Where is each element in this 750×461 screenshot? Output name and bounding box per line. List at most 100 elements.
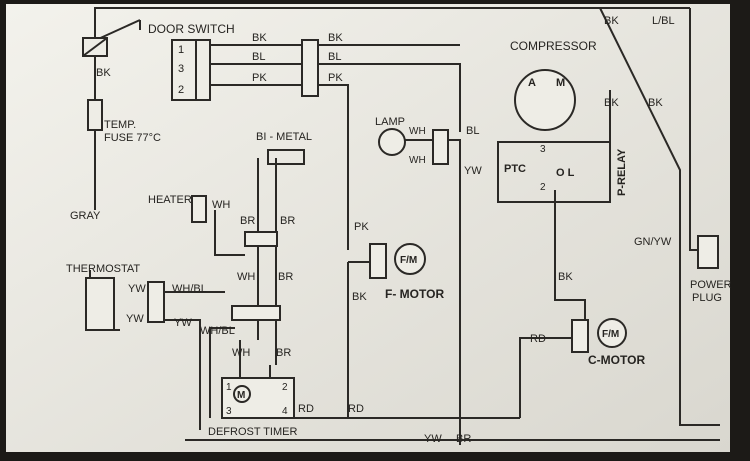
right-main-wire [599,7,720,426]
wire-diag [95,19,141,41]
bimetal-label: BI - METAL [256,131,312,143]
cm-label: F/M [602,329,619,340]
c-motor-label: C-MOTOR [588,353,645,367]
ptc-label: PTC [504,163,526,175]
br-low: BR [276,347,291,359]
defrost-timer-label: DEFROST TIMER [208,426,297,438]
top-wire [94,7,690,44]
lamp-bulb [378,128,406,156]
t-pin-2: 2 [282,382,288,393]
ds-pin-3: 3 [178,63,184,75]
t-pin-4: 4 [282,406,288,417]
lamp-yw: YW [464,165,482,177]
timer-m: M [237,390,245,401]
bk-right: BK [558,271,573,283]
ds-r-pk-wire [318,84,349,250]
wh-low: WH [232,347,250,359]
compressor-circle [514,69,576,131]
timer-motor [233,385,251,403]
cm-circle [597,318,627,348]
cm-connector [571,319,589,353]
lamp-label: LAMP [375,116,405,128]
bk-fm: BK [352,291,367,303]
th-yw-wire [148,319,201,430]
fm-circle [394,243,426,275]
comp-cm-wire [554,190,586,320]
bk-top-right: BK [604,15,619,27]
comp-bk1: BK [604,97,619,109]
ptc-pin-3: 3 [540,144,546,155]
ds-pk: PK [252,72,267,84]
wh-mid: WH [237,271,255,283]
p-relay-box [497,141,611,203]
t-pin-3: 3 [226,406,232,417]
th-yw2: YW [126,313,144,325]
power-plug-1: POWER [690,279,732,291]
door-switch-block [171,39,211,101]
heater-label: HEATER [148,194,192,206]
whbl2-wire [209,327,235,418]
th-yw1: YW [128,283,146,295]
fm-label: F/M [400,255,417,266]
temp-fuse [87,99,103,131]
rd-cm: RD [530,333,546,345]
ds-pin-1: 1 [178,44,184,56]
f-motor-label: F- MOTOR [385,287,444,301]
rd-cm-wire [519,337,575,418]
door-switch-label: DOOR SWITCH [148,22,235,36]
power-plug-2: PLUG [692,292,722,304]
ds-bl: BL [252,51,265,63]
power-plug [697,235,719,269]
timer-top-connector [231,305,281,321]
heater-connector [191,195,207,223]
rd-timer: RD [298,403,314,415]
gray-label: GRAY [70,210,101,222]
ds-connector [301,39,319,97]
comp-a: A [528,77,536,89]
ptc-pin-2: 2 [540,182,546,193]
th-connector [147,281,165,323]
temp-fuse-label-1: TEMP. [104,119,136,131]
bimetal-connector [244,231,278,247]
wires [89,7,720,445]
bk-left: BK [96,67,111,79]
t-pin-1: 1 [226,382,232,393]
fm-connector [369,243,387,279]
yw-bottom: YW [424,433,442,445]
diagram-panel [6,4,730,452]
whbl2: WH/BL [200,325,235,337]
pk-fm: PK [354,221,369,233]
ds-r-bl-wire [318,63,461,132]
p-relay-label: P-RELAY [616,148,628,196]
br-bottom: BR [456,433,471,445]
bimetal-box [267,149,305,165]
lamp-wh1: WH [409,126,426,137]
heater-wire [214,210,245,256]
th-whbl: WH/BL [172,283,207,295]
thermostat-label: THERMOSTAT [66,263,140,275]
heater-wh: WH [212,199,230,211]
comp-bk2: BK [648,97,663,109]
thermostat-body [85,277,115,331]
lamp-connector [432,129,449,165]
th-yw3: YW [174,317,192,329]
ds-r-pk: PK [328,72,343,84]
compressor-label: COMPRESSOR [510,39,597,53]
lamp-bl: BL [466,125,479,137]
right-wire-2 [689,8,700,251]
lbl-top-right: L/BL [652,15,675,27]
lamp-wh2: WH [409,155,426,166]
br-mid: BR [278,271,293,283]
rd-bottom: RD [348,403,364,415]
ds-pin-2: 2 [178,84,184,96]
ds-r-bk: BK [328,32,343,44]
ds-bk: BK [252,32,267,44]
ds-r-bl: BL [328,51,341,63]
lamp-yw-wire [448,139,461,445]
bm-br2: BR [280,215,295,227]
gn-yw: GN/YW [634,236,672,248]
temp-fuse-label-2: FUSE 77°C [104,132,161,144]
bm-br1: BR [240,215,255,227]
ol-label: O L [556,167,575,179]
